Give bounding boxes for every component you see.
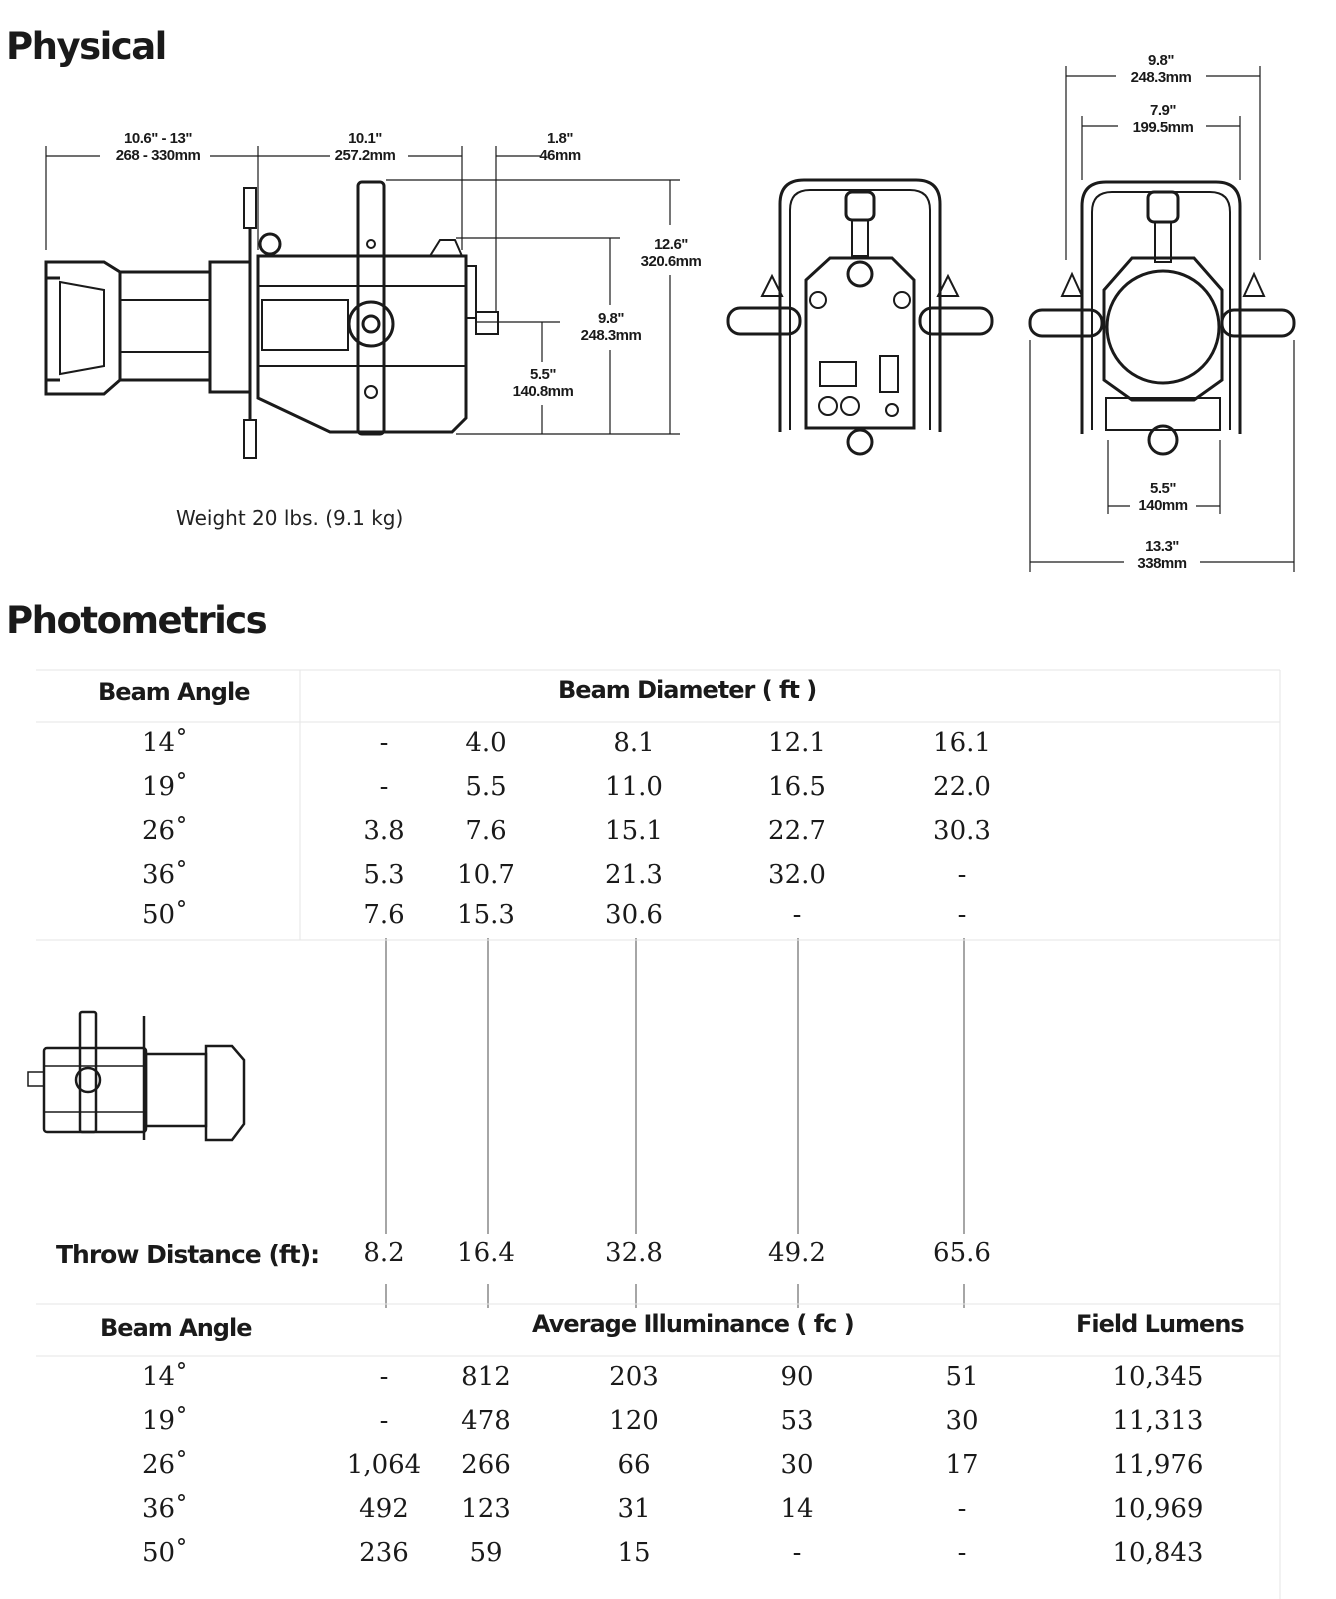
beam-diameter-cell: 10.7	[457, 860, 515, 890]
beam-diameter-cell: 11.0	[605, 772, 663, 802]
beam-diameter-cell: -	[957, 900, 967, 930]
throw-distance-cell: 32.8	[605, 1238, 663, 1268]
beam-diameter-cell: 4.0	[465, 728, 507, 758]
dim-lower-height: 5.5"140.8mm	[512, 366, 574, 400]
illuminance-cell: 66	[617, 1450, 651, 1480]
beam-diameter-cell: 5.5	[465, 772, 507, 802]
illuminance-cell: 123	[461, 1494, 511, 1524]
beam-angle-header: Beam Angle	[98, 678, 250, 706]
throw-distance-cell: 8.2	[363, 1238, 405, 1268]
beam-diameter-cell: 16.1	[933, 728, 991, 758]
illuminance-cell: 30	[780, 1450, 814, 1480]
illuminance-cell: 53	[780, 1406, 814, 1436]
side-view-drawing	[44, 180, 499, 459]
illuminance-cell: 120	[609, 1406, 659, 1436]
beam-angle-cell: 19˚	[141, 1406, 189, 1436]
beam-angle-cell: 36˚	[141, 1494, 189, 1524]
beam-diameter-cell: 8.1	[613, 728, 655, 758]
illuminance-cell: -	[957, 1538, 967, 1568]
beam-diameter-cell: -	[792, 900, 802, 930]
beam-diameter-cell: -	[379, 728, 389, 758]
beam-diameter-header: Beam Diameter ( ft )	[558, 676, 817, 704]
beam-angle-cell: 36˚	[141, 860, 189, 890]
dim-yoke-width-outer: 9.8"248.3mm	[1130, 52, 1192, 86]
throw-distance-label: Throw Distance (ft):	[56, 1240, 320, 1269]
beam-angle-cell: 26˚	[141, 1450, 189, 1480]
front-view-drawing	[1028, 180, 1296, 456]
beam-diameter-cell: -	[379, 772, 389, 802]
illuminance-cell: 266	[461, 1450, 511, 1480]
beam-angle-cell: 14˚	[141, 1362, 189, 1392]
beam-diameter-cell: 16.5	[768, 772, 826, 802]
beam-diameter-cell: 15.3	[457, 900, 515, 930]
throw-distance-cell: 49.2	[768, 1238, 826, 1268]
beam-angle-cell: 26˚	[141, 816, 189, 846]
physical-heading: Physical	[6, 25, 167, 68]
illuminance-cell: 59	[469, 1538, 503, 1568]
avg-illuminance-header: Average Illuminance ( fc )	[532, 1310, 855, 1338]
beam-diameter-cell: 30.6	[605, 900, 663, 930]
dim-overall-width: 13.3"338mm	[1137, 538, 1187, 572]
illuminance-cell: 492	[359, 1494, 409, 1524]
illuminance-cell: 30	[945, 1406, 979, 1436]
table-rules	[36, 669, 1281, 1599]
beam-angle-header-2: Beam Angle	[100, 1314, 252, 1342]
beam-diameter-cell: 15.1	[605, 816, 663, 846]
illuminance-cell: 90	[780, 1362, 814, 1392]
beam-diameter-cell: 21.3	[605, 860, 663, 890]
dim-yoke-width-inner: 7.9"199.5mm	[1132, 102, 1194, 136]
beam-angle-cell: 14˚	[141, 728, 189, 758]
beam-diameter-cell: 22.0	[933, 772, 991, 802]
illuminance-cell: -	[792, 1538, 802, 1568]
dim-lens-length: 10.6" - 13"268 - 330mm	[115, 130, 201, 164]
beam-diameter-cell: 30.3	[933, 816, 991, 846]
side-view-dimension-lines	[45, 146, 680, 435]
dim-body-height: 9.8"248.3mm	[580, 310, 642, 344]
illuminance-cell: 236	[359, 1538, 409, 1568]
field-lumens-cell: 10,969	[1112, 1494, 1204, 1524]
fixture-icon-small	[27, 1010, 246, 1142]
illuminance-cell: -	[379, 1362, 389, 1392]
illuminance-cell: 17	[945, 1450, 979, 1480]
illuminance-cell: 14	[780, 1494, 814, 1524]
illuminance-cell: -	[379, 1406, 389, 1436]
beam-diameter-cell: 3.8	[363, 816, 405, 846]
field-lumens-header: Field Lumens	[1076, 1310, 1245, 1338]
dim-body-length: 10.1"257.2mm	[334, 130, 396, 164]
beam-diameter-cell: 22.7	[768, 816, 826, 846]
illuminance-cell: -	[957, 1494, 967, 1524]
beam-diameter-cell: 7.6	[465, 816, 507, 846]
illuminance-cell: 203	[609, 1362, 659, 1392]
beam-diameter-cell: 5.3	[363, 860, 405, 890]
photometrics-heading: Photometrics	[6, 599, 268, 642]
beam-diameter-cell: -	[957, 860, 967, 890]
illuminance-cell: 812	[461, 1362, 511, 1392]
beam-angle-cell: 50˚	[141, 1538, 189, 1568]
field-lumens-cell: 11,313	[1112, 1406, 1204, 1436]
beam-diameter-cell: 32.0	[768, 860, 826, 890]
weight-text: Weight 20 lbs. (9.1 kg)	[176, 506, 404, 530]
illuminance-cell: 1,064	[346, 1450, 422, 1480]
throw-distance-cell: 16.4	[457, 1238, 515, 1268]
beam-angle-cell: 19˚	[141, 772, 189, 802]
beam-diameter-cell: 12.1	[768, 728, 826, 758]
throw-distance-cell: 65.6	[933, 1238, 991, 1268]
dim-lens-width: 5.5"140mm	[1138, 480, 1188, 514]
field-lumens-cell: 10,345	[1112, 1362, 1204, 1392]
illuminance-cell: 15	[617, 1538, 651, 1568]
beam-diameter-cell: 7.6	[363, 900, 405, 930]
front-view-dimension-lines	[1029, 66, 1295, 572]
illuminance-cell: 51	[945, 1362, 979, 1392]
field-lumens-cell: 10,843	[1112, 1538, 1204, 1568]
illuminance-cell: 478	[461, 1406, 511, 1436]
dim-rear-length: 1.8"46mm	[539, 130, 581, 164]
beam-angle-cell: 50˚	[141, 900, 189, 930]
dim-total-height: 12.6"320.6mm	[640, 236, 702, 270]
illuminance-cell: 31	[617, 1494, 651, 1524]
rear-view-drawing	[726, 178, 994, 456]
field-lumens-cell: 11,976	[1112, 1450, 1204, 1480]
